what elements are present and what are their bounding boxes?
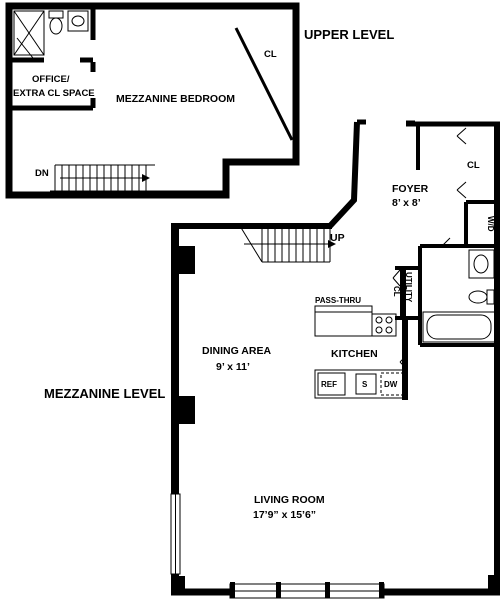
foyer-size-label: 8’ x 8’ bbox=[392, 197, 421, 209]
left-pier-1 bbox=[175, 246, 195, 274]
utility-closet-label: CL bbox=[392, 286, 401, 297]
living-room-label: LIVING ROOM bbox=[254, 494, 325, 506]
refrigerator-box bbox=[317, 372, 346, 396]
pass-thru-counter bbox=[314, 305, 373, 337]
foyer-label: FOYER bbox=[392, 183, 429, 195]
bathtub-icon bbox=[422, 311, 496, 343]
kitchen-counter bbox=[314, 369, 406, 399]
living-room-size-label: 17’9” x 15’6” bbox=[253, 509, 316, 521]
mezzanine-level: MEZZANINE LEVEL FOYER 8’ x 8’ CL W/D UP … bbox=[44, 119, 500, 599]
dining-area-label: DINING AREA bbox=[202, 345, 271, 357]
dining-area-size-label: 9’ x 11’ bbox=[216, 361, 250, 373]
kitchen-door-icon bbox=[399, 354, 408, 370]
upper-level: UPPER LEVEL CL OFFICE/ EXTRA CL SPACE ME… bbox=[5, 2, 394, 199]
closet-curved-wall bbox=[234, 27, 294, 141]
closet-door-1-icon bbox=[456, 127, 467, 145]
left-pier-3 bbox=[175, 576, 185, 594]
upper-outer-wall bbox=[5, 2, 300, 199]
wd-door-icon bbox=[440, 237, 458, 247]
refrigerator-label: REF bbox=[321, 380, 337, 389]
bath-sink-icon bbox=[468, 249, 495, 279]
utility-door-icon bbox=[392, 269, 401, 287]
foyer-west-wall bbox=[327, 121, 360, 229]
dishwasher-box bbox=[380, 372, 405, 396]
kitchen-label: KITCHEN bbox=[331, 348, 378, 360]
sink-icon bbox=[67, 10, 89, 32]
upper-level-title: UPPER LEVEL bbox=[304, 27, 394, 42]
bath-toilet-icon bbox=[468, 289, 495, 305]
stairs-up bbox=[239, 225, 336, 263]
foyer-closet-label: CL bbox=[467, 160, 480, 171]
bottom-windows bbox=[229, 582, 385, 599]
left-window bbox=[170, 493, 181, 575]
stairs-down-label: DN bbox=[35, 168, 49, 179]
office-label-line1: OFFICE/ bbox=[32, 74, 70, 85]
stairs-up-label: UP bbox=[330, 232, 345, 244]
wd-label: W/D bbox=[486, 216, 495, 232]
shower-door-swing bbox=[16, 37, 34, 59]
mezzanine-level-title: MEZZANINE LEVEL bbox=[44, 386, 165, 401]
closet-door-2-icon bbox=[456, 181, 467, 199]
utility-label: UTILITY bbox=[404, 272, 413, 303]
mezzanine-bedroom-label: MEZZANINE BEDROOM bbox=[116, 93, 235, 105]
stove-icon bbox=[371, 313, 397, 337]
pass-thru-label: PASS-THRU bbox=[315, 296, 361, 305]
sink-box bbox=[355, 373, 377, 395]
shower-x2 bbox=[13, 10, 45, 56]
shower bbox=[13, 10, 45, 56]
office-label-line2: EXTRA CL SPACE bbox=[13, 88, 95, 99]
stairs-down bbox=[54, 164, 155, 191]
left-pier-2 bbox=[175, 396, 195, 424]
sink-label: S bbox=[362, 380, 368, 389]
dishwasher-label: DW bbox=[384, 380, 398, 389]
toilet-icon bbox=[48, 10, 64, 35]
upper-closet-label: CL bbox=[264, 49, 277, 60]
right-pier bbox=[488, 575, 498, 595]
